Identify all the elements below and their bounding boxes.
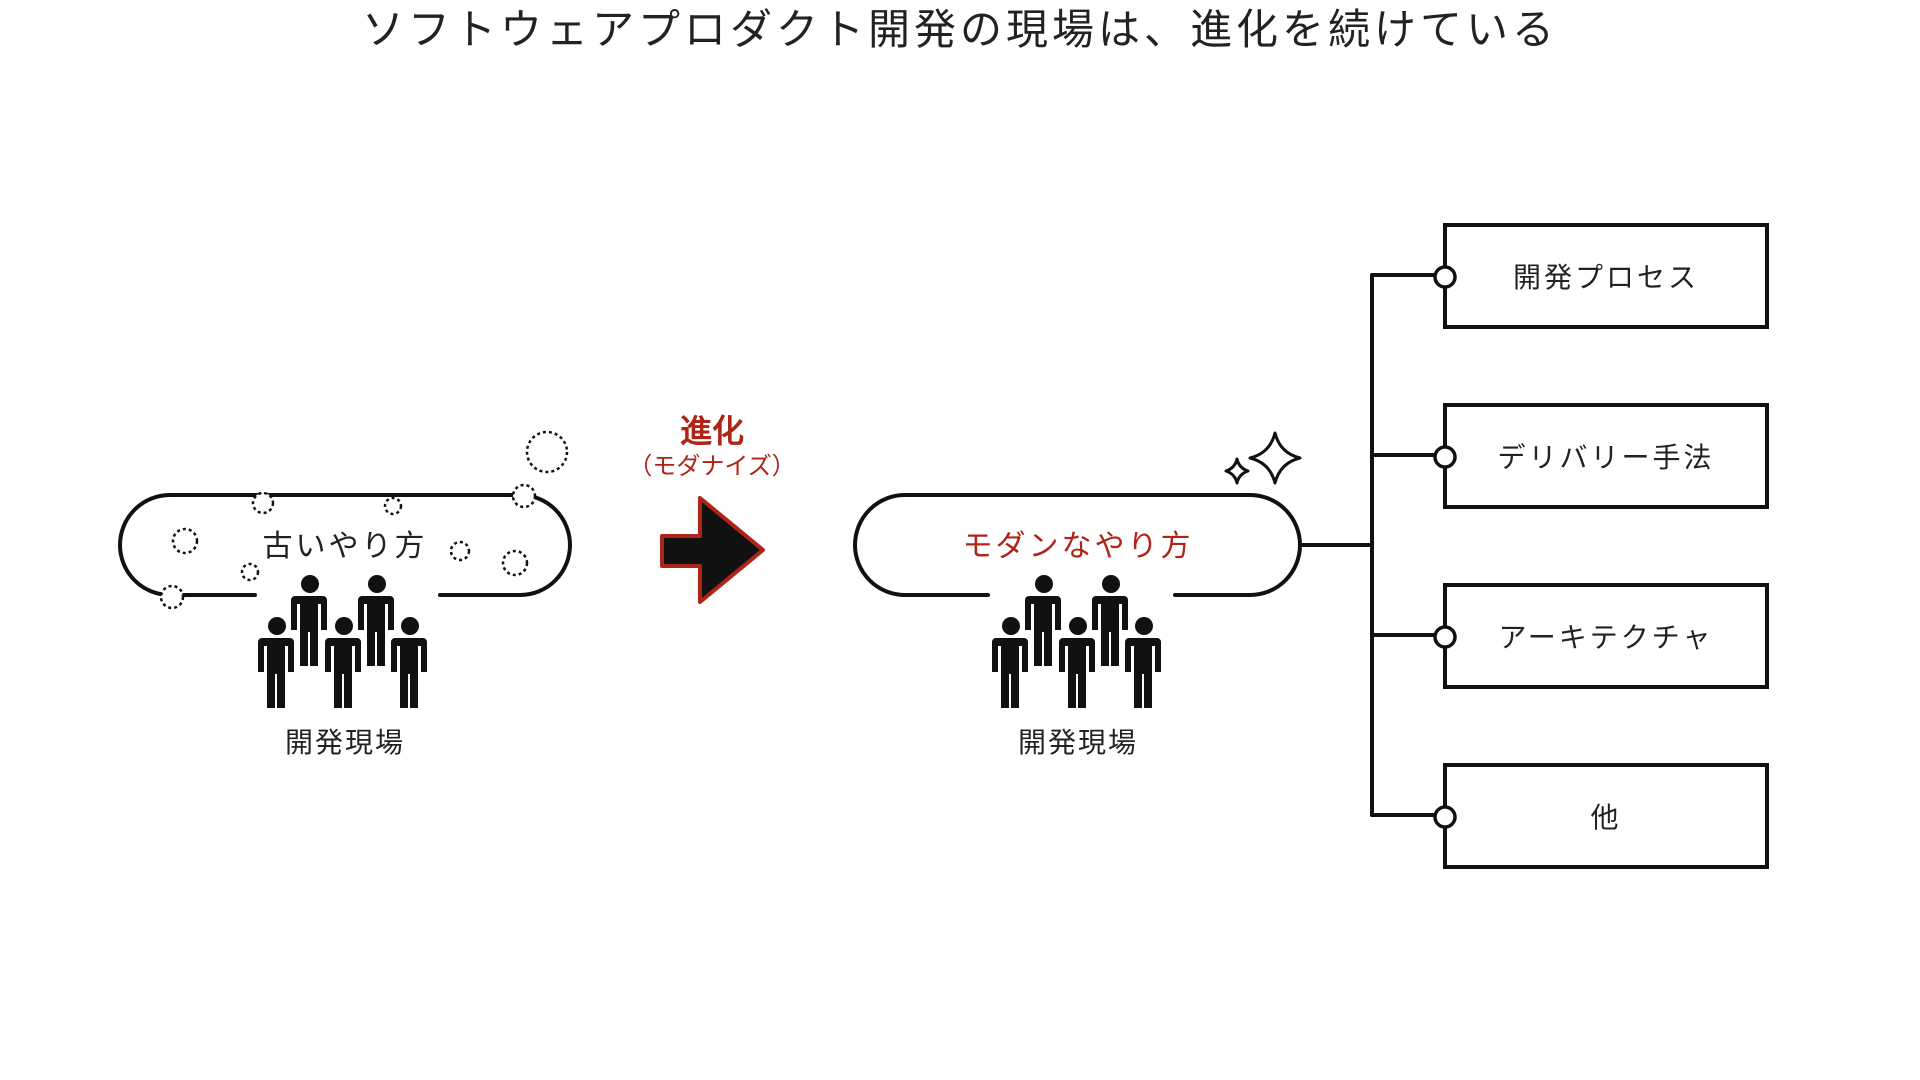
branch-label: 開発プロセス xyxy=(1513,261,1699,294)
evolution-sublabel: （モダナイズ） xyxy=(628,452,795,480)
evolution-label: 進化 xyxy=(680,412,744,450)
branch-box-delivery: デリバリー手法 xyxy=(1433,403,1769,509)
page-title: ソフトウェアプロダクト開発の現場は、進化を続けている xyxy=(361,5,1558,54)
old-way-group: 古いやり方 開発現場 xyxy=(118,430,572,759)
sparkle-icon xyxy=(1224,431,1302,485)
dotted-bubbles xyxy=(159,430,569,610)
branch-label: 他 xyxy=(1590,801,1621,834)
connector-tree xyxy=(1298,273,1437,817)
evolution-arrow-group: 進化 （モダナイズ） xyxy=(628,412,796,604)
old-way-pill xyxy=(118,493,572,597)
team-label-left: 開発現場 xyxy=(285,726,405,759)
team-icon-left xyxy=(258,575,427,708)
modern-way-label: モダンなやり方 xyxy=(963,529,1194,564)
team-label-right: 開発現場 xyxy=(1018,726,1138,759)
team-icon-right xyxy=(992,575,1161,708)
evolution-arrow-icon xyxy=(660,496,765,604)
branch-box-process: 開発プロセス xyxy=(1433,223,1769,329)
branch-label: デリバリー手法 xyxy=(1497,441,1714,474)
modern-way-group: モダンなやり方 開発現場 xyxy=(853,431,1302,759)
branch-box-architecture: アーキテクチャ xyxy=(1433,583,1769,689)
modern-way-pill xyxy=(853,493,1302,597)
old-way-label: 古いやり方 xyxy=(263,529,428,564)
branch-label: アーキテクチャ xyxy=(1498,621,1713,654)
branch-box-other: 他 xyxy=(1433,763,1769,869)
